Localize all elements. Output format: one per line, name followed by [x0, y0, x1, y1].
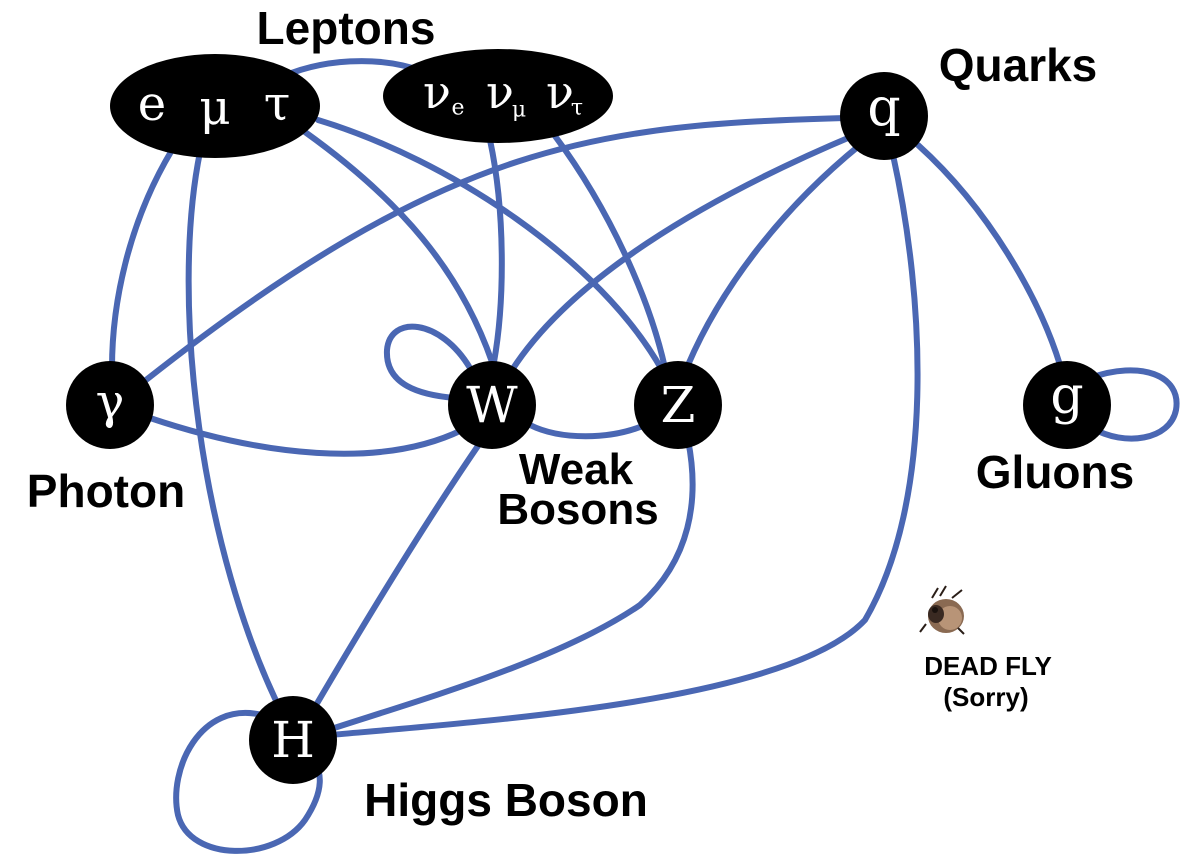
dead-fly-label-line2: (Sorry): [943, 682, 1028, 712]
z-boson-symbol: Z: [661, 376, 696, 434]
tau-symbol: τ: [264, 76, 291, 132]
tau-neutrino-symbol: ν: [546, 65, 574, 119]
muon-symbol: μ: [199, 80, 230, 136]
node-gluon: g: [1023, 361, 1111, 449]
edge-quark-photon: [143, 115, 848, 383]
quarks-label: Quarks: [939, 39, 1098, 91]
edge-gluon-self-loop: [1087, 367, 1180, 442]
muon-neutrino-subscript: μ: [512, 98, 526, 123]
weak-bosons-label-line2: Bosons: [497, 485, 658, 534]
edge-higgs-self-loop: [173, 710, 323, 854]
edge-leptons-photon: [109, 147, 175, 371]
w-boson-symbol: W: [466, 376, 518, 434]
node-higgs: H: [249, 696, 337, 784]
edge-w-higgs: [309, 437, 485, 715]
node-neutrinos: ν e ν μ ν τ: [383, 49, 613, 143]
node-charged-leptons: e μ τ: [110, 54, 320, 158]
electron-neutrino-symbol: ν: [423, 65, 451, 119]
edge-leptons-w: [302, 129, 495, 365]
tau-neutrino-subscript: τ: [571, 96, 583, 121]
muon-neutrino-symbol: ν: [486, 65, 514, 119]
photon-label: Photon: [27, 465, 185, 517]
node-quark: q: [840, 72, 928, 160]
edge-neutrinos-z: [552, 133, 668, 371]
node-z-boson: Z: [634, 361, 722, 449]
leptons-label: Leptons: [257, 2, 436, 54]
electron-neutrino-subscript: e: [451, 96, 464, 121]
node-w-boson: W: [448, 361, 536, 449]
gluon-symbol: g: [1050, 366, 1083, 426]
edge-w-z: [527, 422, 648, 440]
edge-quark-w: [509, 132, 858, 373]
weak-bosons-label-line1: Weak: [519, 445, 634, 494]
edge-leptons-higgs: [185, 149, 286, 718]
higgs-boson-label: Higgs Boson: [364, 774, 648, 826]
quark-symbol: q: [867, 78, 900, 138]
dead-fly-icon: [919, 585, 965, 635]
edges: [109, 58, 1180, 854]
gluons-label: Gluons: [976, 446, 1134, 498]
photon-symbol: γ: [96, 374, 125, 430]
edge-photon-w: [147, 415, 465, 457]
node-photon: γ: [66, 361, 154, 449]
edge-leptons-z: [315, 117, 665, 373]
edge-quark-higgs: [327, 152, 921, 738]
edge-w-self-loop: [383, 323, 473, 401]
edge-quark-z: [685, 142, 863, 368]
edge-quark-gluon: [915, 142, 1063, 368]
dead-fly-label-line1: DEAD FLY: [924, 651, 1052, 681]
electron-symbol: e: [138, 76, 166, 132]
higgs-symbol: H: [271, 711, 315, 769]
edge-z-higgs: [325, 437, 696, 733]
